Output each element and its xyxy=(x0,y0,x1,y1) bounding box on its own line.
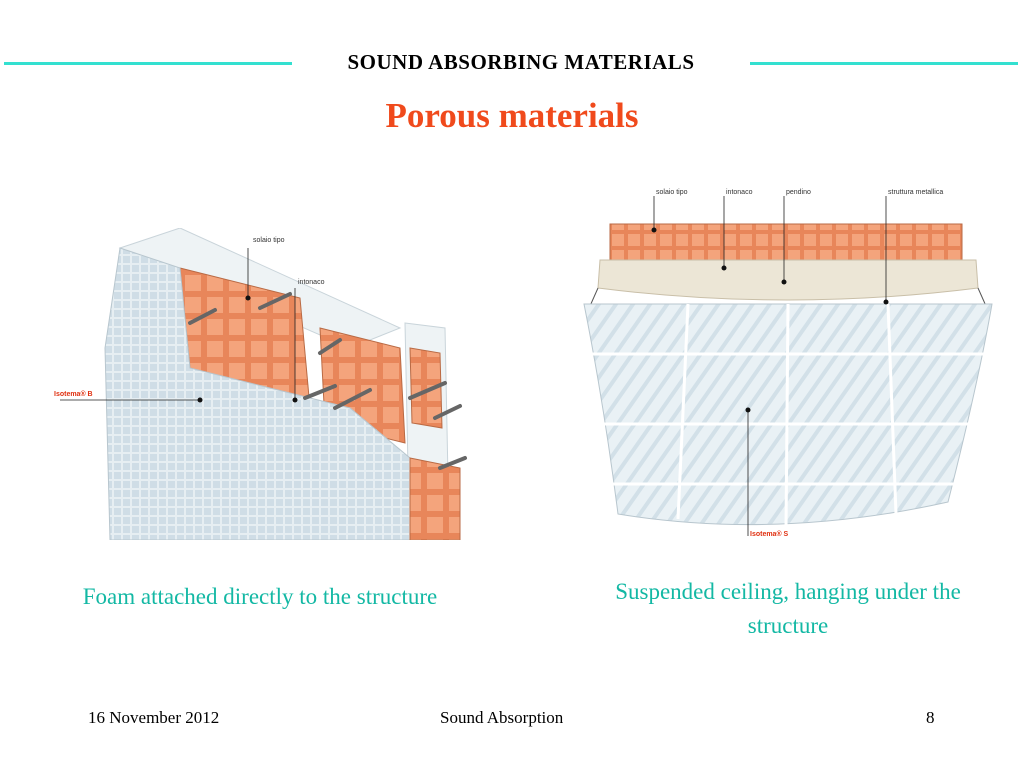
slide-subtitle: Porous materials xyxy=(385,96,639,135)
footer-date: 16 November 2012 xyxy=(88,708,220,727)
label-struttura-right: struttura metallica xyxy=(888,189,943,196)
label-isotema-right: Isotema® S xyxy=(750,530,789,538)
header-rule-left xyxy=(4,62,292,65)
suspended-ceiling-illustration: solaio tipo intonaco pendino struttura m… xyxy=(583,189,993,538)
caption-suspended-ceiling: Suspended ceiling, hanging under the str… xyxy=(615,579,961,638)
label-solaio-left: solaio tipo xyxy=(253,237,285,244)
page-number: 8 xyxy=(926,708,935,727)
foam-wall-illustration: solaio tipo intonaco Isotema® B xyxy=(54,228,467,540)
header-title: SOUND ABSORBING MATERIALS xyxy=(347,50,695,74)
label-pendino-right: pendino xyxy=(786,189,811,196)
label-solaio-right: solaio tipo xyxy=(656,189,688,196)
label-isotema-left: Isotema® B xyxy=(54,390,93,398)
label-intonaco-right: intonaco xyxy=(726,189,753,196)
label-intonaco-left: intonaco xyxy=(298,279,325,286)
footer-title: Sound Absorption xyxy=(440,708,564,727)
header-rule-right xyxy=(750,62,1018,65)
caption-foam: Foam attached directly to the structure xyxy=(82,584,438,609)
